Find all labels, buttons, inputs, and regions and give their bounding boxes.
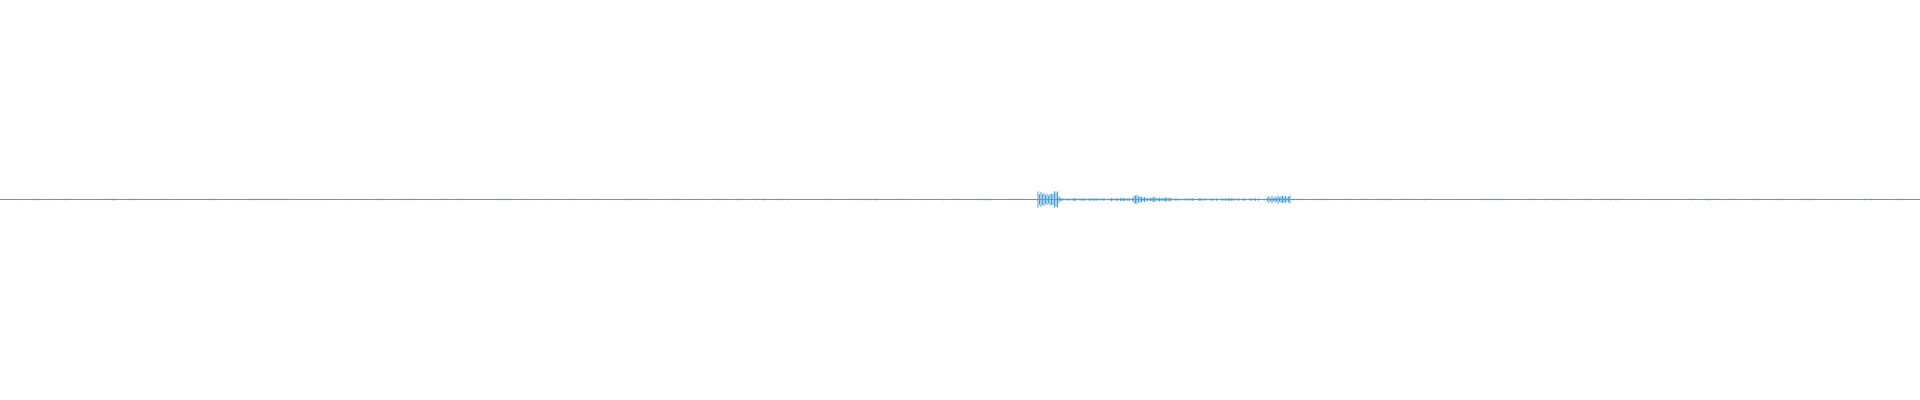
waveform-bars	[0, 191, 1919, 208]
